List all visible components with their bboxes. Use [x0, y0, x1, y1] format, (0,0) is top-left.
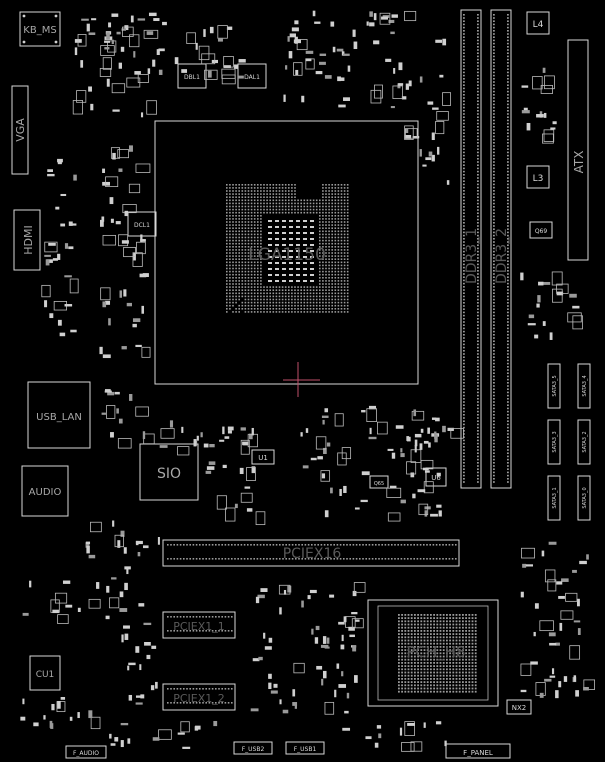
ddr3-slot-1: DDR3_1: [460, 9, 482, 489]
ddr3-slot-2: DDR3_2: [490, 9, 512, 489]
sata-ports: SATA3_5 SATA3_4 SATA3_3 SATA3_2 SATA3_1 …: [547, 363, 591, 521]
sata-port: SATA3_4: [577, 363, 591, 409]
mosfet-q65: Q65: [369, 475, 389, 489]
f-audio-label: F_AUDIO: [73, 750, 99, 757]
cpu-socket: LGA1150: [154, 120, 419, 397]
f-usb1-header: F_USB1: [285, 741, 325, 755]
f-panel-label: F_PANEL: [463, 749, 493, 757]
mosfet-q69: Q69: [529, 221, 553, 239]
pciex16-label: PCIEX16: [283, 546, 342, 562]
nx2: NX2: [506, 699, 532, 715]
f-audio-header: F_AUDIO: [65, 745, 107, 759]
inductor-l4: L4: [526, 11, 550, 35]
f-usb2-label: F_USB2: [242, 746, 265, 753]
atx-label: ATX: [572, 151, 586, 174]
cpu-pin-grid: [226, 184, 349, 313]
sata-port: SATA3_3: [547, 419, 561, 465]
hdmi-connector: HDMI: [13, 209, 41, 271]
u1-label: U1: [258, 454, 268, 462]
sata-label: SATA3_5: [552, 375, 558, 396]
sata-port: SATA3_2: [577, 419, 591, 465]
pciex1-2-slot: PCIEX1_2: [162, 683, 236, 711]
small-components: [20, 10, 595, 752]
audio-connector: AUDIO: [21, 465, 69, 517]
sata-port: SATA3_0: [577, 475, 591, 521]
q69-label: Q69: [535, 228, 548, 235]
f-usb1-label: F_USB1: [294, 746, 317, 753]
sio-chip: SIO: [139, 443, 199, 501]
dbl1-label: DBL1: [184, 74, 200, 81]
atx-connector: ATX: [567, 39, 589, 261]
pciex16-slot: PCIEX16: [162, 539, 460, 567]
sata-label: SATA3_4: [582, 375, 588, 396]
dbl1: DBL1: [177, 63, 207, 89]
l3-label: L3: [533, 174, 544, 184]
usb-lan-label: USB_LAN: [36, 412, 82, 423]
sata-port: SATA3_1: [547, 475, 561, 521]
dal1: DAL1: [237, 63, 267, 89]
sata-label: SATA3_1: [552, 487, 558, 508]
vga-label: VGA: [14, 118, 27, 142]
u6-label: U6: [431, 474, 441, 482]
sata-label: SATA3_3: [552, 431, 558, 452]
vga-connector: VGA: [11, 85, 29, 175]
nx2-label: NX2: [512, 704, 527, 712]
sio-label: SIO: [157, 466, 181, 482]
f-panel-header: F_PANEL: [445, 743, 511, 759]
chip-u1: U1: [251, 449, 275, 465]
f-usb2-header: F_USB2: [233, 741, 273, 755]
kb-ms-label: KB_MS: [23, 25, 56, 36]
sata-port: SATA3_5: [547, 363, 561, 409]
cu1-label: CU1: [36, 670, 55, 680]
ddr3-2-label: DDR3_2: [494, 228, 510, 284]
pch-chip: PCH_H8: [367, 599, 499, 707]
cu1-chip: CU1: [29, 655, 61, 691]
l4-label: L4: [533, 20, 544, 30]
audio-label: AUDIO: [29, 487, 62, 498]
sata-label: SATA3_2: [582, 431, 588, 452]
dal1-label: DAL1: [244, 74, 260, 81]
cpu-socket-label: LGA1150: [248, 245, 326, 265]
pch-label: PCH_H8: [406, 643, 465, 662]
kb-ms-connector: KB_MS: [19, 11, 61, 47]
q65-label: Q65: [374, 481, 384, 487]
pciex1-1-label: PCIEX1_1: [173, 620, 225, 633]
inductor-l3: L3: [526, 165, 550, 189]
hdmi-label: HDMI: [22, 225, 35, 254]
ddr3-1-label: DDR3_1: [464, 228, 480, 284]
dcl1-label: DCL1: [134, 222, 150, 229]
usb-lan-connector: USB_LAN: [27, 381, 91, 449]
sata-label: SATA3_0: [582, 487, 588, 508]
pciex1-1-slot: PCIEX1_1: [162, 611, 236, 639]
pciex1-2-label: PCIEX1_2: [173, 692, 225, 705]
chip-u6: U6: [425, 467, 447, 487]
